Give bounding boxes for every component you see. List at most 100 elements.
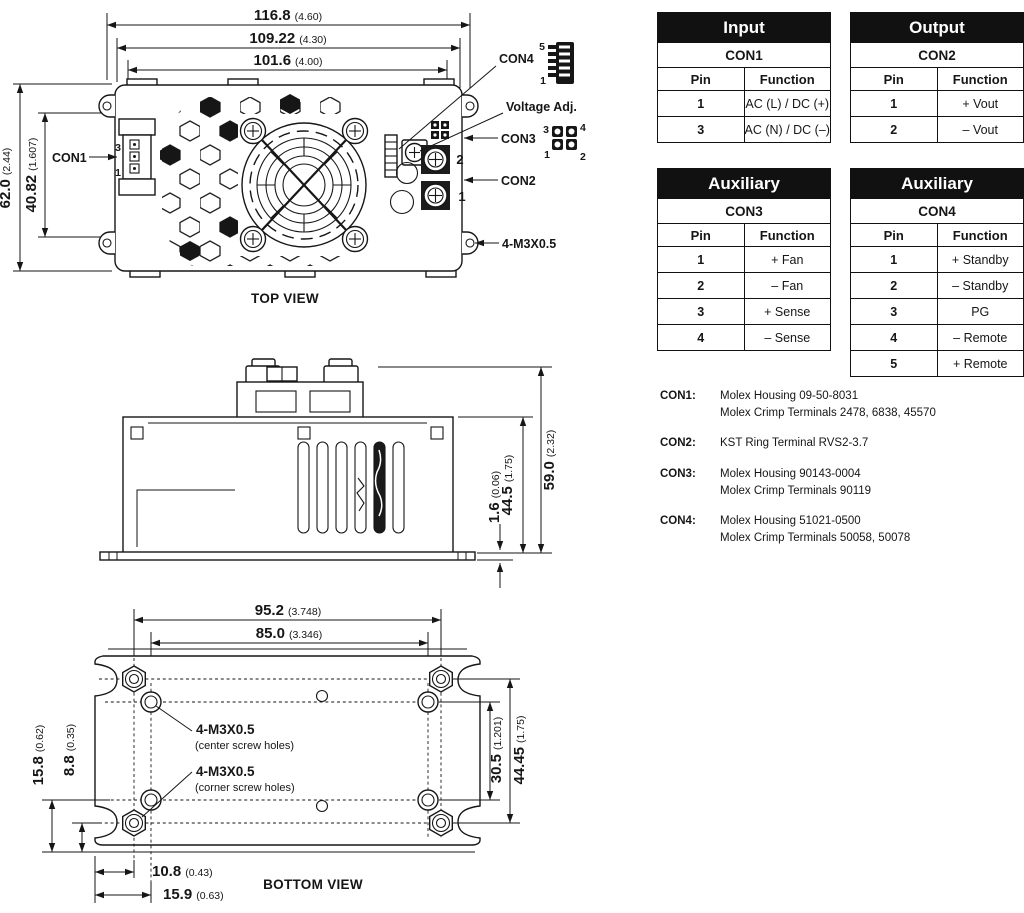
- note-line: Molex Housing 09-50-8031: [720, 390, 859, 402]
- bottom-view-dimensions-left: 15.8(0.62) 8.8(0.35): [30, 724, 110, 853]
- pin-cell: 2: [850, 116, 938, 143]
- board-con4-header: [384, 134, 398, 178]
- table-title: Input: [657, 12, 831, 43]
- dim-hole-rows-outer: 44.45(1.75): [511, 716, 528, 785]
- col-function: Function: [936, 67, 1024, 91]
- top-view-drawing: 116.8(4.60) 109.22(4.30) 101.6(4.00) 62.…: [0, 7, 586, 306]
- pin-cell: 3: [657, 298, 745, 325]
- note-line: Molex Crimp Terminals 50058, 50078: [720, 532, 911, 545]
- col-pin: Pin: [850, 67, 938, 91]
- voltage-adj-label: Voltage Adj.: [506, 100, 577, 114]
- function-cell: – Vout: [936, 116, 1024, 143]
- note-text: KST Ring Terminal RVS2-3.7: [720, 435, 1024, 452]
- top-view-dimensions: 116.8(4.60) 109.22(4.30) 101.6(4.00) 62.…: [0, 7, 471, 272]
- dim-hole-span-inner: 85.0(3.346): [256, 625, 322, 642]
- col-function: Function: [743, 67, 831, 91]
- function-cell: AC (L) / DC (+): [743, 90, 831, 117]
- pin-cell: 4: [850, 324, 938, 351]
- corner-screws-label: 4-M3X0.5: [196, 764, 255, 779]
- dim-width-outer: 116.8(4.60): [254, 7, 322, 24]
- side-view-drawing: 44.5(1.75) 59.0(2.32) 1.6(0.06): [99, 358, 558, 588]
- note-text: Molex Housing 51021-0500 Molex Crimp Ter…: [720, 513, 1024, 546]
- function-cell: + Vout: [936, 90, 1024, 117]
- board-con3-header: [431, 121, 449, 139]
- function-cell: + Standby: [936, 246, 1024, 273]
- function-cell: – Standby: [936, 272, 1024, 299]
- con1-pin1-mark: 1: [115, 167, 121, 179]
- note-line: KST Ring Terminal RVS2-3.7: [720, 437, 869, 450]
- center-screws-label: 4-M3X0.5: [196, 722, 255, 737]
- con3-pin3-mark: 3: [543, 124, 549, 136]
- top-view-label: TOP VIEW: [251, 291, 319, 306]
- table-row: 1+ Fan: [657, 246, 831, 273]
- col-function: Function: [743, 223, 831, 247]
- table-row: 2– Fan: [657, 272, 831, 299]
- table-title: Auxiliary: [657, 168, 831, 199]
- con1-connector: 3 1: [115, 118, 156, 196]
- con4-label: CON4: [499, 52, 534, 66]
- function-cell: – Fan: [743, 272, 831, 299]
- function-cell: + Sense: [743, 298, 831, 325]
- con3-pin1-mark: 1: [544, 149, 550, 161]
- side-chassis: [99, 416, 476, 561]
- function-cell: + Remote: [936, 350, 1024, 377]
- connector-note: CON2: KST Ring Terminal RVS2-3.7: [660, 435, 1024, 452]
- dim-hole-rows-inner: 30.5(1.201): [488, 717, 505, 783]
- bottom-view-label: BOTTOM VIEW: [263, 877, 363, 892]
- dim-total-height: 59.0(2.32): [541, 430, 558, 491]
- con1-label: CON1: [52, 151, 87, 165]
- dim-left-inner: 8.8(0.35): [61, 724, 78, 776]
- dim-height-outer: 62.0(2.44): [0, 148, 14, 209]
- con4-icon: [548, 42, 574, 84]
- dim-base-thickness: 1.6(0.06): [486, 471, 503, 523]
- note-text: Molex Housing 90143-0004 Molex Crimp Ter…: [720, 466, 1024, 499]
- dim-width-inner: 101.6(4.00): [254, 52, 323, 69]
- col-pin: Pin: [657, 67, 745, 91]
- bottom-chassis-outline: [94, 648, 481, 853]
- table-title: Auxiliary: [850, 168, 1024, 199]
- con3-label: CON3: [501, 132, 536, 146]
- con1-pin3-mark: 3: [115, 142, 121, 154]
- con2-terminals: 2 1: [389, 145, 466, 215]
- table-row: 4– Sense: [657, 324, 831, 351]
- con2-label: CON2: [501, 174, 536, 188]
- function-cell: PG: [936, 298, 1024, 325]
- connector-note: CON3: Molex Housing 90143-0004 Molex Cri…: [660, 466, 1024, 499]
- col-pin: Pin: [657, 223, 745, 247]
- note-text: Molex Housing 09-50-8031 Molex Crimp Ter…: [720, 388, 1024, 421]
- connector-notes: CON1: Molex Housing 09-50-8031 Molex Cri…: [660, 388, 1024, 561]
- con4-pin1-mark: 1: [540, 75, 546, 87]
- dim-body-height: 44.5(1.75): [499, 455, 516, 516]
- center-screws-note: (center screw holes): [195, 740, 294, 752]
- screw-hole-callouts: 4-M3X0.5 (center screw holes) 4-M3X0.5 (…: [141, 705, 295, 818]
- table-connector: CON4: [850, 198, 1024, 224]
- connector-note: CON4: Molex Housing 51021-0500 Molex Cri…: [660, 513, 1024, 546]
- dim-bottom-outer: 15.9(0.63): [163, 886, 224, 903]
- pin-cell: 1: [657, 246, 745, 273]
- center-screw-holes: [140, 689, 439, 813]
- fan: [238, 114, 372, 256]
- dim-bottom-inner: 10.8(0.43): [152, 863, 213, 880]
- note-label: CON1:: [660, 390, 696, 402]
- pin-cell: 2: [850, 272, 938, 299]
- note-line: Molex Housing 51021-0500: [720, 515, 861, 528]
- table-row: 4– Remote: [850, 324, 1024, 351]
- table-connector: CON3: [657, 198, 831, 224]
- dim-hole-span-outer: 95.2(3.748): [255, 602, 321, 619]
- pin-cell: 3: [657, 116, 745, 143]
- con3-pin4-mark: 4: [580, 122, 586, 134]
- pin-cell: 3: [850, 298, 938, 325]
- corner-screw-holes: [121, 665, 453, 837]
- function-cell: – Remote: [936, 324, 1024, 351]
- pin-cell: 2: [657, 272, 745, 299]
- table-row: 3+ Sense: [657, 298, 831, 325]
- top-view-callouts: CON4 5 1 Voltage Adj. CON3: [398, 41, 586, 251]
- fan-screws: [239, 117, 369, 253]
- pin-cell: 1: [850, 246, 938, 273]
